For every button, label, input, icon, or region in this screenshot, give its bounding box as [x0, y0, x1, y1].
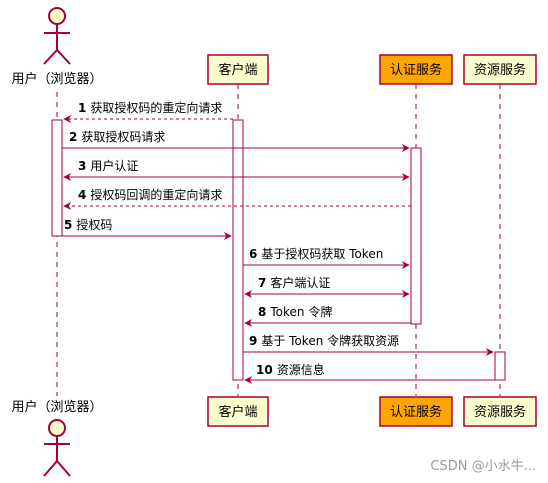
participant-auth-label-bottom: 认证服务	[390, 404, 442, 420]
activation-auth	[410, 147, 422, 325]
participant-client-box-top	[207, 54, 269, 85]
participant-auth-box-bottom	[379, 396, 453, 427]
activation-resource	[494, 351, 506, 381]
participant-resource-box-top	[463, 54, 537, 85]
participant-client-box-bottom	[207, 396, 269, 427]
participant-resource-box-bottom	[463, 396, 537, 427]
participant-auth-box-top	[379, 54, 453, 85]
participant-user-label-bottom: 用户（浏览器）	[11, 399, 102, 415]
participant-resource-label-top: 资源服务	[474, 62, 526, 78]
activations	[51, 119, 506, 381]
actor-user-bottom	[43, 419, 71, 477]
actor-user-top	[43, 7, 71, 65]
participant-client-label-bottom: 客户端	[218, 404, 257, 420]
activation-client	[232, 119, 244, 381]
messages	[62, 115, 495, 384]
participant-auth-label-top: 认证服务	[390, 62, 442, 78]
participant-client-label-top: 客户端	[218, 62, 257, 78]
participant-user-label-top: 用户（浏览器）	[11, 71, 102, 87]
watermark: CSDN @小水牛...	[430, 459, 536, 474]
activation-user	[51, 119, 63, 237]
participant-resource-label-bottom: 资源服务	[474, 404, 526, 420]
